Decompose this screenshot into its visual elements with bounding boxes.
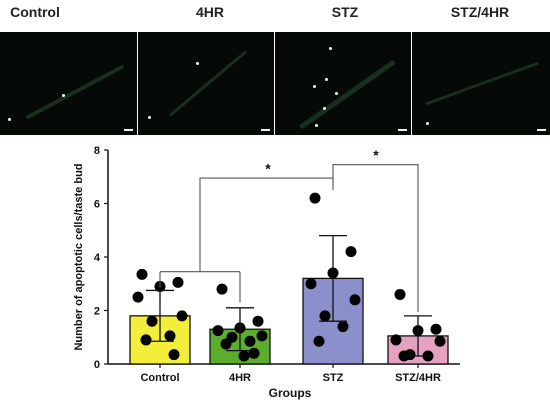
y-tick-label: 4 <box>94 252 101 264</box>
y-tick-label: 6 <box>94 199 100 211</box>
significance-star-2: * <box>373 147 379 163</box>
panel-label-control: Control <box>10 4 60 20</box>
data-point <box>319 310 331 322</box>
x-axis-label: Groups <box>269 386 312 400</box>
micrograph-4hr <box>138 32 274 135</box>
x-tick-label: STZ/4HR <box>395 372 441 384</box>
micrograph-stz-4hr <box>412 32 550 135</box>
data-point <box>220 338 232 350</box>
data-point <box>172 276 184 288</box>
data-point <box>256 330 268 342</box>
data-point <box>140 334 152 346</box>
data-point <box>244 335 256 347</box>
micrograph-stz <box>275 32 411 135</box>
panel-label-stz: STZ <box>331 4 359 20</box>
data-point <box>164 330 176 342</box>
data-point <box>313 335 325 347</box>
significance-star-1: * <box>265 160 271 176</box>
data-point <box>305 278 317 290</box>
data-point <box>146 315 158 327</box>
x-tick-label: 4HR <box>229 372 251 384</box>
y-tick-label: 8 <box>94 145 100 157</box>
data-point <box>176 310 188 322</box>
data-point <box>434 335 446 347</box>
data-point <box>345 246 357 258</box>
bracket-2 <box>332 164 419 312</box>
y-tick-label: 0 <box>94 359 100 371</box>
data-point <box>238 350 250 362</box>
x-tick-label: STZ <box>323 372 344 384</box>
data-point <box>337 321 349 333</box>
data-point <box>212 325 224 337</box>
panel-label-stz-4hr: STZ/4HR <box>450 4 510 20</box>
significance-brackets: ** <box>159 147 419 312</box>
data-point <box>390 334 402 346</box>
y-axis-label: Number of apoptotic cells/taste bud <box>73 163 85 350</box>
scale-bar <box>124 129 133 131</box>
scale-bar <box>537 129 546 131</box>
data-point <box>394 288 406 300</box>
data-point <box>309 192 321 204</box>
data-point <box>430 323 442 335</box>
data-point <box>252 315 264 327</box>
bracket-1 <box>199 177 334 272</box>
scale-bar <box>398 129 407 131</box>
panel-label-4hr: 4HR <box>195 4 224 20</box>
error-bars <box>146 234 432 357</box>
data-point <box>216 283 228 295</box>
data-point <box>136 268 148 280</box>
data-point <box>132 291 144 303</box>
scale-bar <box>261 129 270 131</box>
data-point <box>349 294 361 306</box>
micrograph-control <box>0 32 137 135</box>
data-point <box>248 347 260 359</box>
data-point <box>168 349 180 361</box>
x-tick-label: Control <box>140 372 179 384</box>
y-tick-label: 2 <box>94 306 100 318</box>
